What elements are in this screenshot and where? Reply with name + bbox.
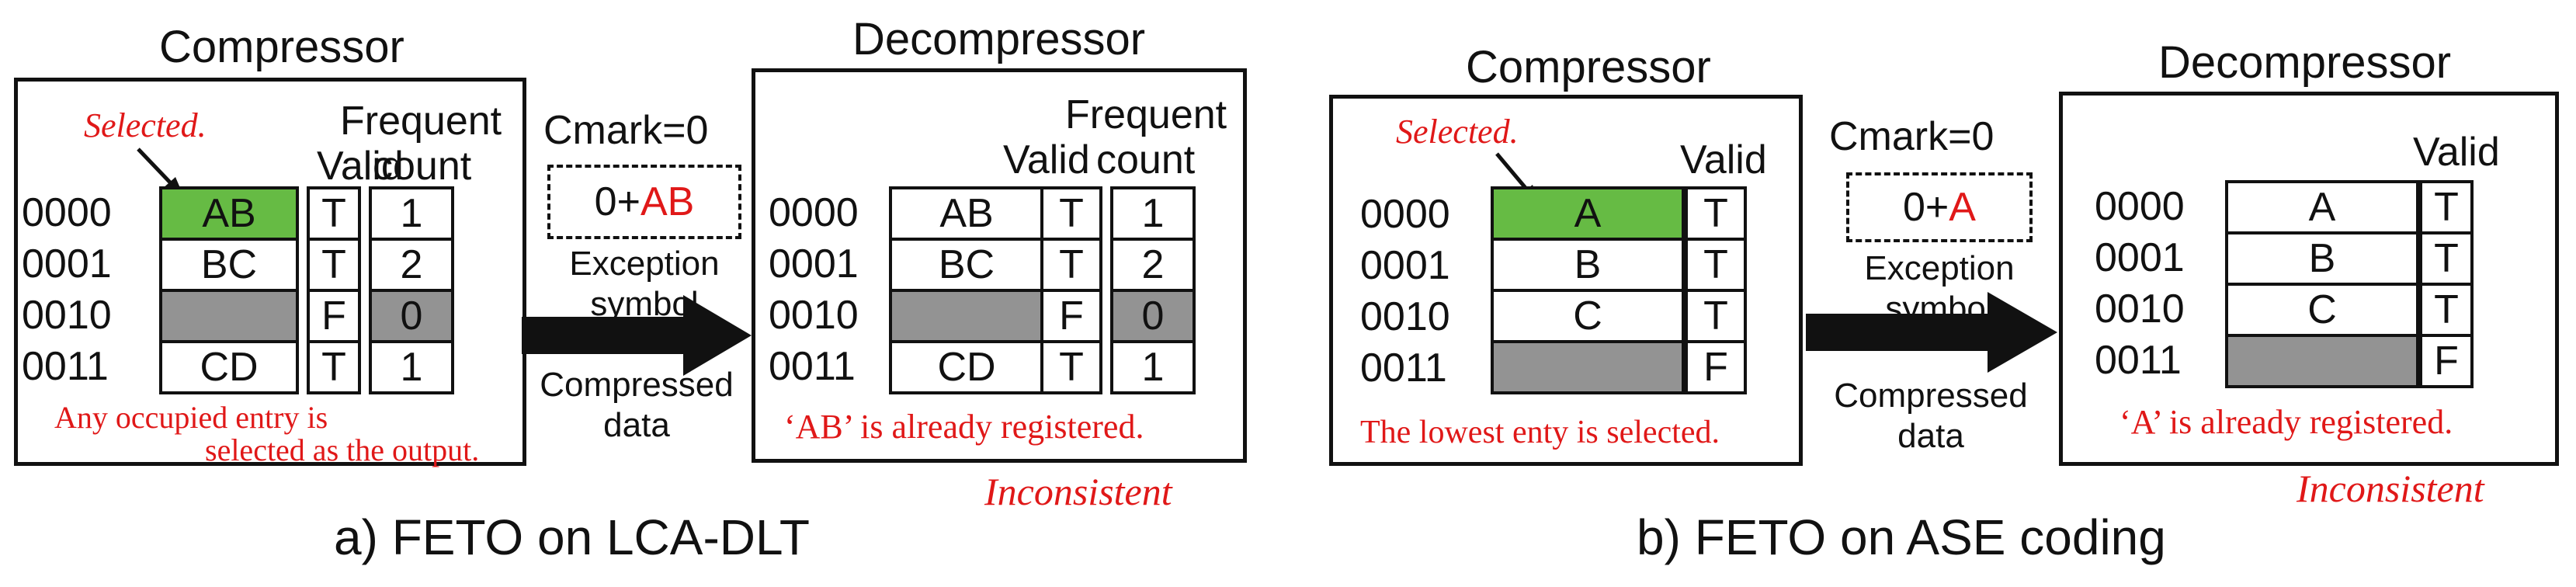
cmark-label: Cmark=0 [543,108,709,153]
decompressor-title: Decompressor [2158,37,2452,88]
compressed-data-label: Compressed data [1810,376,2051,457]
table-cell: T [307,340,361,394]
table-cell: 0 [1110,289,1196,343]
table-cell: CD [889,340,1044,394]
table-cell: 2 [1110,238,1196,292]
compressor-box [1329,95,1803,466]
address-0010: 0010 [2095,287,2185,332]
table-cell: T [1685,289,1747,343]
compressed-line2: data [1897,416,1964,455]
table-cell: T [2419,283,2474,337]
address-0001: 0001 [769,241,859,287]
address-0001: 0001 [2095,235,2185,280]
address-0011: 0011 [1360,346,1447,391]
address-0000: 0000 [2095,184,2185,229]
table-cell: T [1040,340,1102,394]
decompressor-title: Decompressor [852,14,1146,64]
address-0011: 0011 [2095,338,2182,383]
decompressor-note: ‘A’ is already registered. [2119,403,2453,441]
compressor-box [14,78,526,466]
compressor-title: Compressor [159,22,404,72]
compressor-title: Compressor [1466,42,1711,92]
selected-note: Selected. [1396,113,1519,151]
packet-symbol: A [1949,185,1976,230]
col-valid: Valid [317,144,404,189]
address-0001: 0001 [1360,243,1450,288]
address-0010: 0010 [769,293,859,338]
packet-symbol: AB [640,179,695,224]
address-0011: 0011 [22,344,109,389]
table-cell-empty [2225,334,2419,388]
exception-line1: Exception [569,245,720,283]
address-0000: 0000 [769,190,859,235]
address-0010: 0010 [22,293,112,338]
table-cell: A [2225,180,2419,234]
decompressor-box [2059,92,2559,466]
table-cell: T [307,186,361,241]
col-valid: Valid [1680,137,1767,182]
address-0000: 0000 [22,190,112,235]
exception-symbol-label: Exception symbol [536,244,753,325]
compressed-line2: data [603,405,670,444]
col-frequent: Frequent [340,99,502,144]
table-cell: AB [159,186,299,241]
col-count: count [373,144,472,189]
col-valid: Valid [2413,130,2500,175]
cmark-label: Cmark=0 [1829,114,1994,159]
table-cell-empty [1491,340,1685,394]
table-cell: B [2225,231,2419,286]
table-cell: 1 [369,186,454,241]
table-cell: 1 [369,340,454,394]
table-cell: C [1491,289,1685,343]
table-cell: CD [159,340,299,394]
address-0000: 0000 [1360,192,1450,237]
table-cell: T [2419,180,2474,234]
exception-line1: Exception [1864,249,2015,287]
table-cell: F [1685,340,1747,394]
decompressor-box [752,68,1247,463]
col-frequent: Frequent [1065,92,1227,137]
selected-note: Selected. [84,106,207,144]
packet-prefix: 0+ [1903,185,1949,230]
decompressor-note: ‘AB’ is already registered. [784,408,1144,446]
exception-packet: 0+AB [547,165,741,239]
table-cell: C [2225,283,2419,337]
table-cell: T [1685,186,1747,241]
exception-packet: 0+A [1846,172,2033,242]
col-count: count [1096,137,1196,182]
packet-prefix: 0+ [594,179,641,224]
table-cell: 0 [369,289,454,343]
table-cell: T [2419,231,2474,286]
compressor-note-line1: Any occupied entry is [54,400,328,435]
compressor-note: The lowest enty is selected. [1360,415,1720,450]
exception-line2: symbol [590,284,699,323]
address-0011: 0011 [769,344,856,389]
table-cell: T [1040,186,1102,241]
inconsistent-label: Inconsistent [984,470,1172,513]
caption-a: a) FETO on LCA-DLT [334,509,810,565]
compressed-line1: Compressed [540,366,734,404]
compressor-note-line2: selected as the output. [205,432,480,467]
address-0010: 0010 [1360,294,1450,339]
table-cell: 1 [1110,340,1196,394]
table-cell: F [2419,334,2474,388]
col-valid: Valid [1003,137,1090,182]
compressed-line1: Compressed [1834,377,2028,415]
address-0001: 0001 [22,241,112,287]
compressed-data-label: Compressed data [516,365,757,446]
inconsistent-label: Inconsistent [2297,467,2484,510]
caption-b: b) FETO on ASE coding [1637,509,2166,565]
